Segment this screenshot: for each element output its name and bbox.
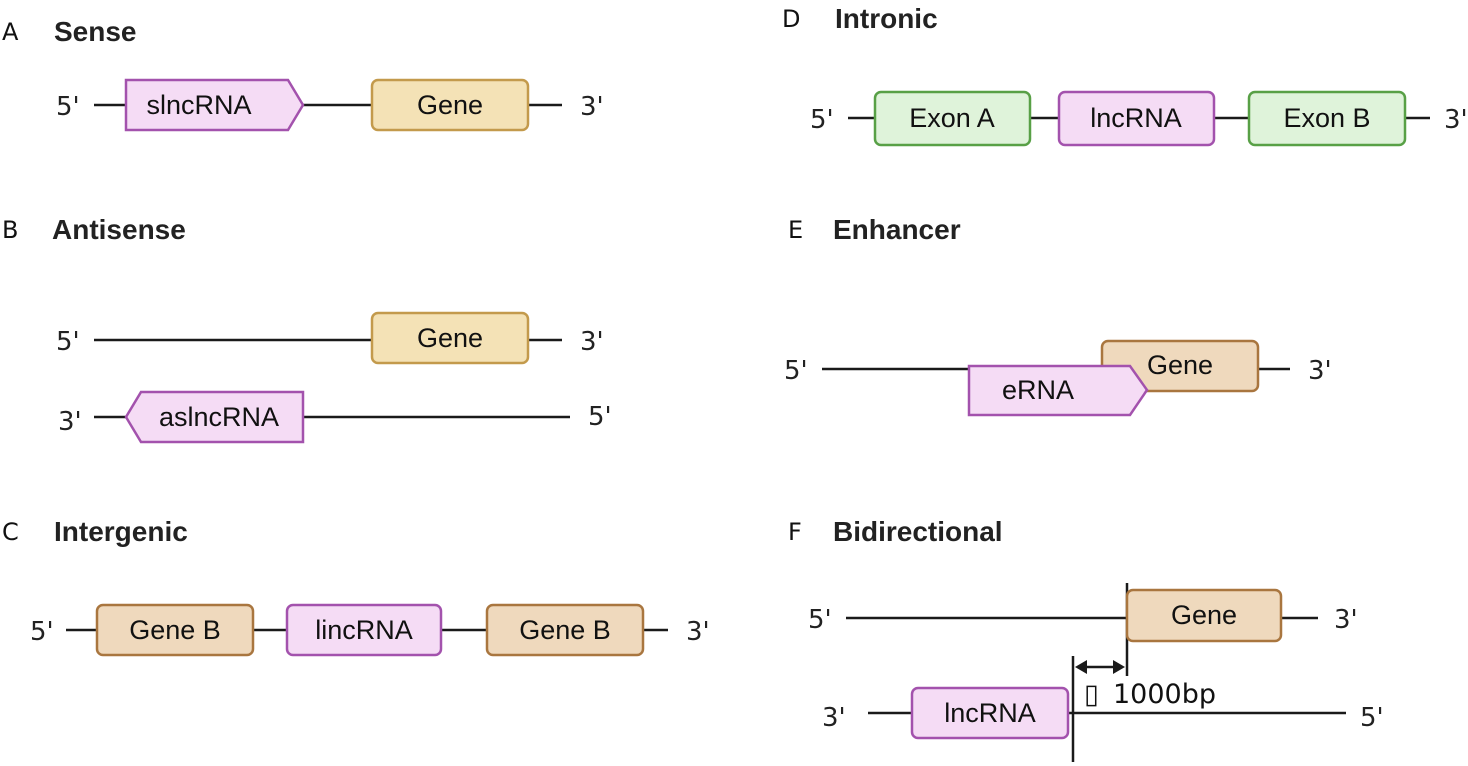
panel-f-gene-box: [1125, 588, 1283, 643]
panel-a-slncrna-arrow: [124, 78, 305, 132]
panel-f-letter: F: [788, 518, 802, 546]
panel-c-intergenic: C Intergenic 5' 3' Gene B lincRNA Gene B: [2, 516, 710, 657]
panel-f-distance-label: 1000bp: [1113, 679, 1216, 710]
panel-b-gene-box: [370, 311, 530, 365]
panel-a-gene-label: Gene: [417, 90, 483, 120]
panel-d-lncrna-box: [1057, 90, 1216, 147]
panel-c-gene-b-right-box: [485, 603, 645, 657]
panel-c-letter: C: [2, 518, 19, 546]
panel-b-bottom-5prime-label: 5': [588, 402, 612, 432]
panel-d-lncrna-label: lncRNA: [1090, 103, 1182, 133]
panel-d-exon-b-label: Exon B: [1283, 103, 1370, 133]
panel-f-lncrna-label: lncRNA: [944, 698, 1036, 728]
panel-d-exon-a-label: Exon A: [909, 103, 995, 133]
panel-d-exon-b-box: [1247, 90, 1407, 147]
panel-c-lincrna-label: lincRNA: [315, 615, 413, 645]
panel-e-enhancer: E Enhancer 5' 3' Gene eRNA: [784, 214, 1332, 417]
panel-c-lincrna-box: [285, 603, 443, 657]
panel-c-title: Intergenic: [54, 516, 188, 547]
panel-f-bottom-3prime-label: 3': [822, 703, 846, 733]
panel-f-distance-arrow: [1075, 660, 1125, 674]
panel-f-top-3prime-label: 3': [1334, 605, 1358, 635]
panel-b-gene-label: Gene: [417, 323, 483, 353]
panel-f-bottom-5prime-label: 5': [1360, 703, 1384, 733]
panel-a-letter: A: [2, 18, 19, 46]
panel-b-aslncrna-label: aslncRNA: [159, 402, 279, 432]
panel-f-gene-label: Gene: [1171, 600, 1237, 630]
panel-b-title: Antisense: [52, 214, 186, 245]
panel-e-erna-arrow: [967, 364, 1149, 417]
panel-f-top-5prime-label: 5': [808, 605, 832, 635]
panel-f-lncrna-box: [910, 686, 1070, 740]
panel-b-top-3prime-label: 3': [580, 327, 604, 357]
panel-e-erna-label: eRNA: [1002, 375, 1074, 405]
panel-a-3prime-label: 3': [580, 92, 604, 122]
panel-c-gene-b-right-label: Gene B: [519, 615, 611, 645]
panel-c-gene-b-left-label: Gene B: [129, 615, 221, 645]
panel-f-title: Bidirectional: [833, 516, 1003, 547]
panel-f-bidirectional: F Bidirectional 5' 3' Gene 3' 5' lncRNA …: [788, 516, 1384, 762]
panel-e-gene-label: Gene: [1147, 350, 1213, 380]
panel-e-3prime-label: 3': [1308, 356, 1332, 386]
panel-c-5prime-label: 5': [30, 617, 54, 647]
panel-b-aslncrna-arrow: [124, 390, 305, 444]
panel-b-top-5prime-label: 5': [56, 327, 80, 357]
panel-e-5prime-label: 5': [784, 356, 808, 386]
panel-d-3prime-label: 3': [1444, 105, 1468, 135]
panel-a-sense: A Sense 5' 3' slncRNA Gene: [2, 16, 604, 132]
panel-d-title: Intronic: [835, 3, 938, 34]
panel-e-letter: E: [788, 216, 803, 244]
panel-a-gene-box: [370, 78, 530, 132]
panel-b-letter: B: [2, 216, 18, 244]
panel-c-gene-b-left-box: [95, 603, 255, 657]
panel-a-5prime-label: 5': [56, 92, 80, 122]
panel-b-bottom-3prime-label: 3': [58, 407, 82, 437]
panel-a-title: Sense: [54, 16, 137, 47]
panel-d-letter: D: [782, 5, 800, 33]
panel-f-distance-symbol: ▯: [1084, 679, 1099, 710]
panel-d-exon-a-box: [873, 90, 1032, 147]
panel-b-antisense: B Antisense 5' 3' Gene 3' 5' aslncRNA: [2, 214, 612, 444]
panel-d-intronic: D Intronic 5' 3' Exon A lncRNA Exon B: [782, 3, 1468, 147]
panel-e-title: Enhancer: [833, 214, 961, 245]
panel-d-5prime-label: 5': [810, 105, 834, 135]
panel-a-slncrna-label: slncRNA: [146, 90, 251, 120]
panel-c-3prime-label: 3': [686, 617, 710, 647]
